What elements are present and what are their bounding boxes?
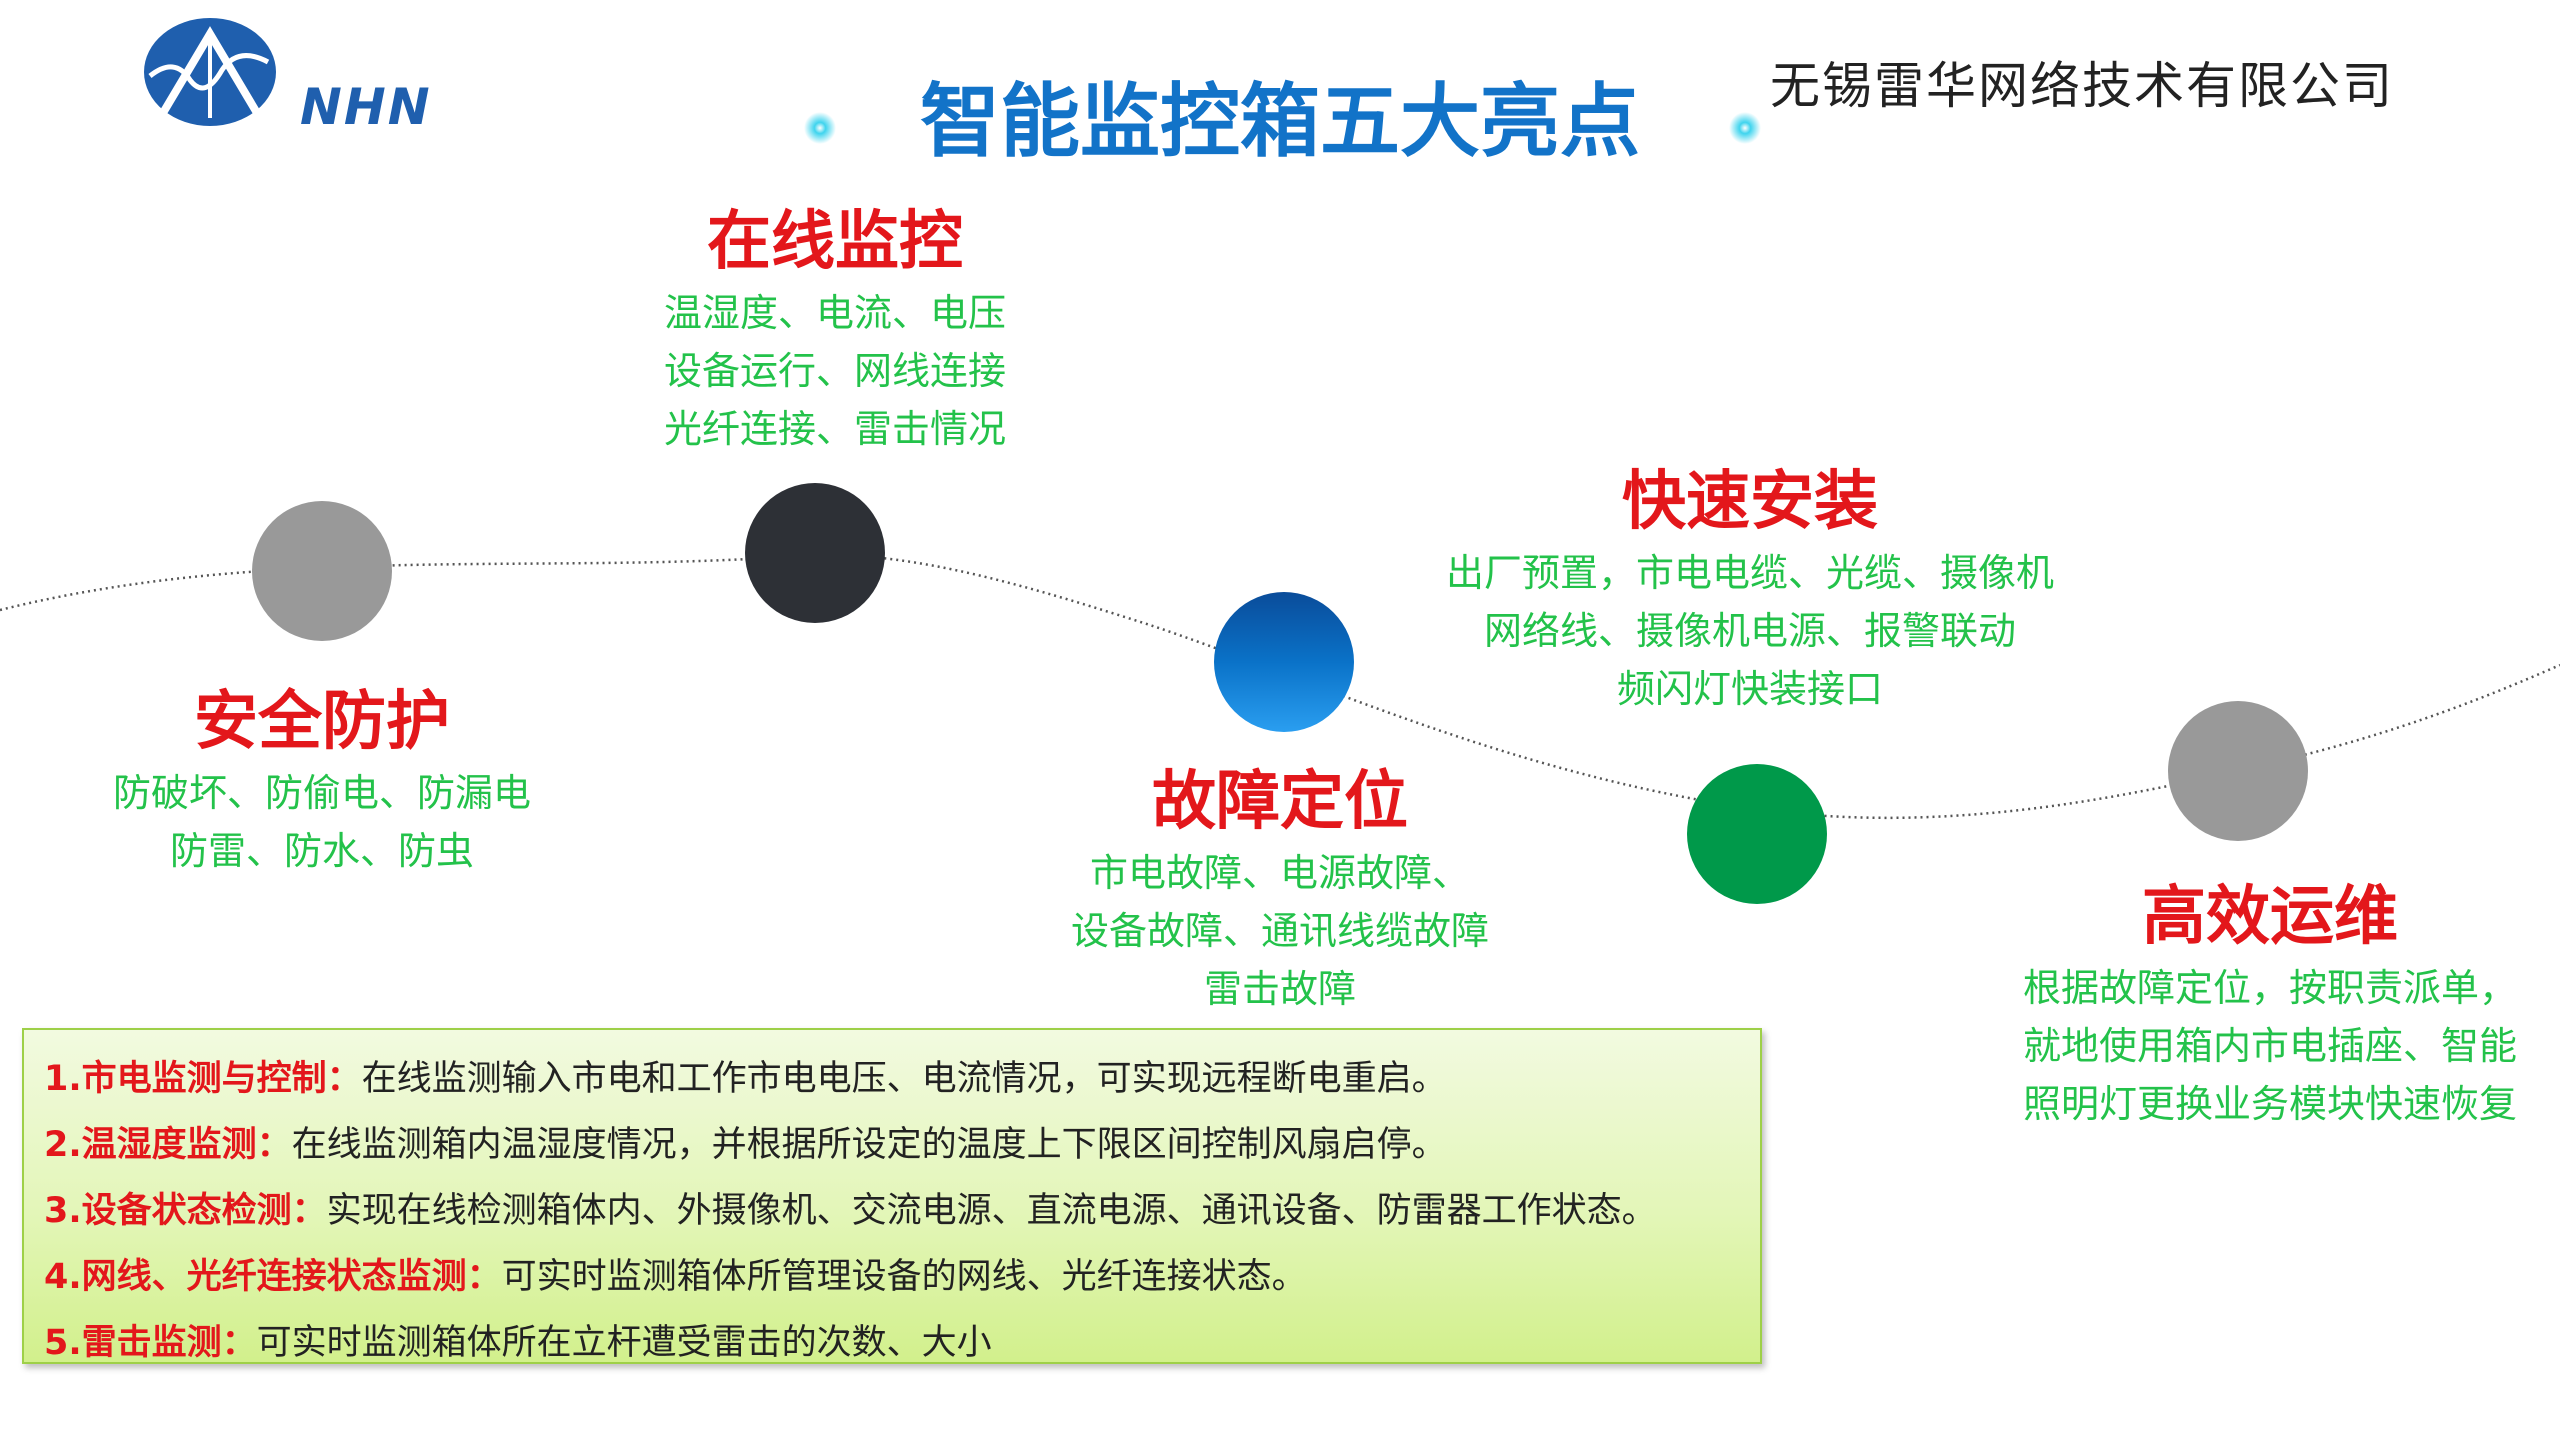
info-label: 1.市电监测与控制：	[44, 1059, 362, 1099]
feature-line: 出厂预置，市电电缆、光缆、摄像机	[1445, 551, 2054, 595]
feature-line: 光纤连接、雷击情况	[663, 407, 1006, 451]
node-install	[1687, 764, 1827, 904]
feature-title: 快速安装	[1622, 465, 1878, 539]
feature-line: 网络线、摄像机电源、报警联动	[1483, 609, 2016, 653]
feature-line: 根据故障定位，按职责派单，	[2022, 966, 2517, 1010]
feature-fault: 故障定位 市电故障、电源故障、 设备故障、通讯线缆故障 雷击故障	[1030, 760, 1530, 1018]
feature-title: 故障定位	[1152, 765, 1408, 839]
feature-title: 高效运维	[2142, 880, 2398, 954]
node-ops	[2168, 701, 2308, 841]
feature-line: 照明灯更换业务模块快速恢复	[2022, 1082, 2517, 1126]
logo-text: NHN	[300, 78, 432, 136]
feature-line: 频闪灯快装接口	[1616, 667, 1883, 711]
feature-install: 快速安装 出厂预置，市电电缆、光缆、摄像机 网络线、摄像机电源、报警联动 频闪灯…	[1420, 460, 2080, 718]
feature-line: 雷击故障	[1203, 967, 1356, 1011]
info-text: 实现在线检测箱体内、外摄像机、交流电源、直流电源、通讯设备、防雷器工作状态。	[326, 1191, 1657, 1231]
page-title: 智能监控箱五大亮点	[920, 75, 1640, 168]
feature-line: 防破坏、防偷电、防漏电	[112, 771, 531, 815]
node-fault	[1214, 592, 1354, 732]
company-name: 无锡雷华网络技术有限公司	[1770, 57, 2394, 115]
info-row-connection: 4.网线、光纤连接状态监测：可实时监测箱体所管理设备的网线、光纤连接状态。	[44, 1244, 1760, 1310]
info-text: 在线监测输入市电和工作市电电压、电流情况，可实现远程断电重启。	[361, 1059, 1447, 1099]
feature-line: 温湿度、电流、电压	[663, 291, 1006, 335]
feature-ops: 高效运维 根据故障定位，按职责派单， 就地使用箱内市电插座、智能 照明灯更换业务…	[1990, 875, 2550, 1133]
feature-line: 设备运行、网线连接	[663, 349, 1006, 393]
header-dot-right	[1729, 112, 1761, 144]
logo-icon	[144, 18, 276, 126]
info-label: 5.雷击监测：	[44, 1323, 257, 1363]
node-monitoring	[745, 483, 885, 623]
info-row-power: 1.市电监测与控制：在线监测输入市电和工作市电电压、电流情况，可实现远程断电重启…	[44, 1046, 1760, 1112]
info-row-device-status: 3.设备状态检测：实现在线检测箱体内、外摄像机、交流电源、直流电源、通讯设备、防…	[44, 1178, 1760, 1244]
feature-details-box: 1.市电监测与控制：在线监测输入市电和工作市电电压、电流情况，可实现远程断电重启…	[22, 1028, 1762, 1364]
info-row-lightning: 5.雷击监测：可实时监测箱体所在立杆遭受雷击的次数、大小	[44, 1310, 1760, 1376]
feature-title: 安全防护	[194, 685, 450, 759]
info-text: 可实时监测箱体所在立杆遭受雷击的次数、大小	[256, 1323, 992, 1363]
info-label: 3.设备状态检测：	[44, 1191, 327, 1231]
feature-line: 设备故障、通讯线缆故障	[1070, 909, 1489, 953]
feature-security: 安全防护 防破坏、防偷电、防漏电 防雷、防水、防虫	[72, 680, 572, 880]
info-row-humidity: 2.温湿度监测：在线监测箱内温湿度情况，并根据所设定的温度上下限区间控制风扇启停…	[44, 1112, 1760, 1178]
feature-line: 防雷、防水、防虫	[169, 829, 474, 873]
info-label: 4.网线、光纤连接状态监测：	[44, 1257, 502, 1297]
node-security	[252, 501, 392, 641]
feature-line: 市电故障、电源故障、	[1089, 851, 1470, 895]
feature-monitoring: 在线监控 温湿度、电流、电压 设备运行、网线连接 光纤连接、雷击情况	[585, 200, 1085, 458]
header-dot-left	[804, 112, 836, 144]
feature-title: 在线监控	[707, 205, 963, 279]
info-text: 可实时监测箱体所管理设备的网线、光纤连接状态。	[501, 1257, 1307, 1297]
info-label: 2.温湿度监测：	[44, 1125, 292, 1165]
feature-line: 就地使用箱内市电插座、智能	[2022, 1024, 2517, 1068]
info-text: 在线监测箱内温湿度情况，并根据所设定的温度上下限区间控制风扇启停。	[291, 1125, 1447, 1165]
